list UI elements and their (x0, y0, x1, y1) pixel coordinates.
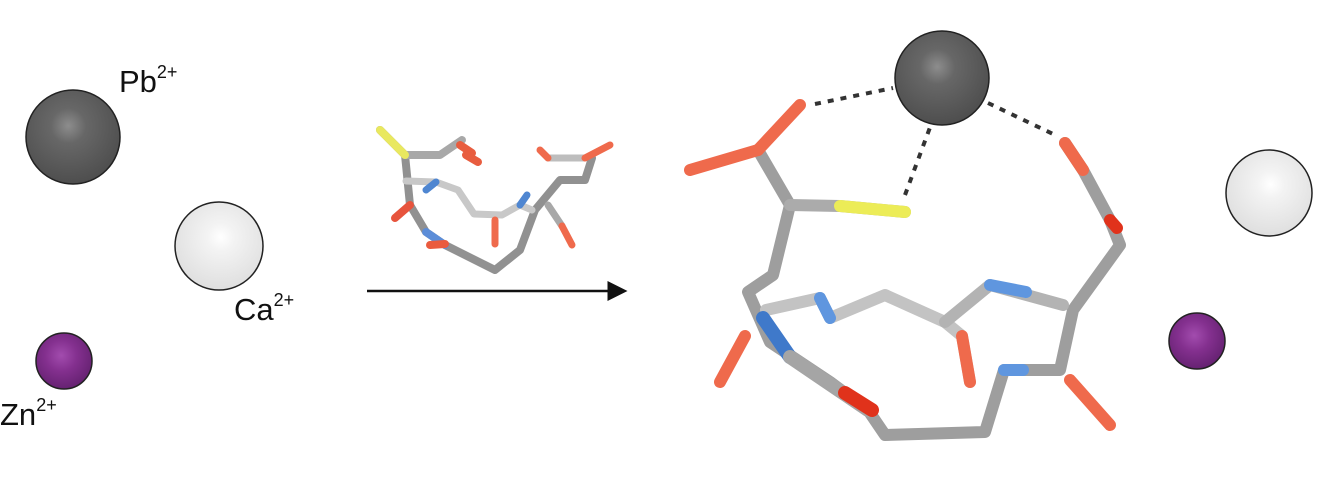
zn-ion-sphere (35, 332, 93, 390)
large-peptide-molecule (684, 99, 1126, 441)
pb-ion-symbol: Pb (119, 64, 157, 99)
ca-ion-sphere (174, 201, 264, 291)
coordination-bond-oxygen-left (814, 86, 894, 106)
zn-ion-charge: 2+ (36, 395, 57, 415)
small-peptide-molecule (376, 126, 614, 274)
pb-ion-sphere (25, 89, 121, 185)
right-zn-ion-sphere (1168, 312, 1226, 370)
coordination-bond-oxygen-right (987, 101, 1054, 136)
pb-ion-charge: 2+ (156, 62, 178, 82)
ca-ion-label: Ca2+ (234, 291, 294, 327)
ca-ion-symbol: Ca (234, 292, 274, 327)
right-ca-ion-sphere (1225, 149, 1313, 237)
coordination-bond-sulfur (903, 121, 934, 196)
zn-ion-label: Zn2+ (0, 396, 57, 432)
pb-ion-label: Pb2+ (119, 63, 177, 99)
ca-ion-charge: 2+ (273, 290, 295, 310)
bound-pb-ion-sphere (894, 30, 990, 126)
coordination-bonds (814, 86, 1054, 196)
zn-ion-symbol: Zn (0, 397, 37, 432)
